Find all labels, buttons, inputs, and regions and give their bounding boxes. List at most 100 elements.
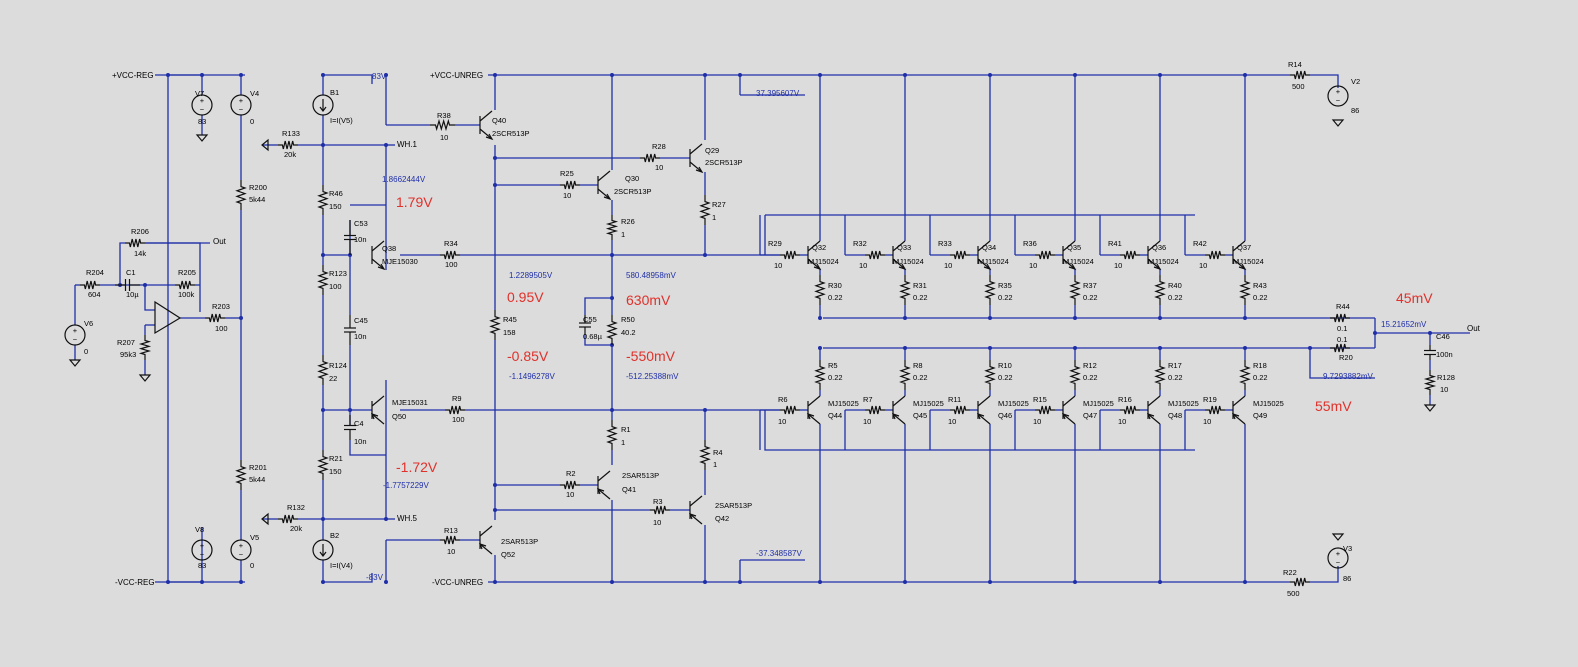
annotations-a8: 55mV: [1315, 398, 1352, 414]
transistors-q42-part: 2SAR513P: [715, 501, 752, 510]
resistor-em_r: [1069, 360, 1081, 390]
emitter-arrow: [1153, 263, 1162, 271]
junction-dot: [321, 73, 325, 77]
junction-dot: [610, 580, 614, 584]
wire: [323, 74, 373, 84]
junction-dot: [818, 580, 822, 584]
caps-c55-name: C55: [583, 315, 597, 324]
resistor-base_r: [1120, 405, 1140, 415]
resistors-r206-value: 14k: [134, 249, 146, 258]
junction-dot: [1373, 331, 1377, 335]
transistor-collector: [807, 240, 821, 252]
ground-icon: [195, 134, 209, 142]
resistor-r201: [235, 460, 247, 490]
stage-base-resistor: R41: [1108, 239, 1122, 248]
transistor-collector: [479, 525, 493, 537]
wire: [349, 440, 386, 456]
resistor-r28: [640, 153, 660, 163]
junction-dot: [703, 73, 707, 77]
resistor-r46: [317, 185, 329, 215]
resistors-r3-name: R3: [653, 497, 663, 506]
stage-emitter-resistor: R10: [998, 361, 1012, 370]
rails-vcc_reg_pos: +VCC-REG: [112, 71, 154, 80]
resistors-r25-value: 10: [563, 191, 571, 200]
resistors-r13-value: 10: [447, 547, 455, 556]
junction-dot: [384, 73, 388, 77]
junction-dot: [321, 143, 325, 147]
transistor-emitter: [1062, 258, 1076, 270]
stage-emitter-resistor: R37: [1083, 281, 1097, 290]
wire: [1309, 348, 1375, 379]
junction-dot: [1073, 316, 1077, 320]
resistor-r206: [125, 238, 145, 248]
annotations-a3: 630mV: [626, 292, 671, 308]
transistor-collector: [597, 170, 611, 182]
emitter-arrow: [813, 263, 822, 271]
emitter-arrow: [596, 488, 605, 495]
transistor-emitter: [1232, 258, 1246, 270]
minus-glyph: −: [200, 550, 205, 559]
resistor-r13: [440, 535, 460, 545]
node_voltages-vm83: -83V: [366, 573, 384, 582]
resistors-r201-value: 5k44: [249, 475, 265, 484]
stage-emitter-value: 0.22: [998, 373, 1013, 382]
junction-dot: [610, 253, 614, 257]
resistors-r133-value: 20k: [284, 150, 296, 159]
source-v8: [191, 539, 213, 561]
transistor-collector: [1232, 240, 1246, 252]
resistor-r1: [606, 420, 618, 450]
resistor-r21: [317, 450, 329, 480]
junction-dot: [988, 316, 992, 320]
transistor-emitter: [479, 128, 493, 140]
emitter-arrow: [806, 413, 815, 420]
wire: [1310, 74, 1339, 88]
transistor-collector: [1147, 395, 1161, 407]
stage-emitter-resistor: R5: [828, 361, 838, 370]
ground-icon: [1423, 404, 1437, 412]
stage-part: MJ15025: [913, 399, 944, 408]
stage-base-value: 10: [774, 261, 782, 270]
transistors-q30-part: 2SCR513P: [614, 187, 652, 196]
stage-part: MJ15024: [1233, 257, 1264, 266]
emitter-arrow: [1146, 413, 1155, 420]
resistor-r27: [699, 195, 711, 225]
junction-dot: [818, 346, 822, 350]
stage-transistor: Q44: [828, 411, 842, 420]
source-v4: [230, 94, 252, 116]
junction-dot: [239, 580, 243, 584]
node_voltages-n1: 37.395607V: [756, 89, 800, 98]
resistors-r201-name: R201: [249, 463, 267, 472]
transistor-collector: [977, 240, 991, 252]
stage-base-resistor: R15: [1033, 395, 1047, 404]
junction-dot: [348, 408, 352, 412]
caps-c53-name: C53: [354, 219, 368, 228]
resistors-r27-value: 1: [712, 213, 716, 222]
annotations-a6: -1.72V: [396, 459, 438, 475]
stage-emitter-value: 0.22: [1253, 373, 1268, 382]
plus-glyph: +: [239, 541, 244, 550]
sources-v5-value: 0: [250, 561, 254, 570]
source-v7: [191, 94, 213, 116]
stage-base-value: 10: [1203, 417, 1211, 426]
junction-dot: [1073, 580, 1077, 584]
resistor-r3: [650, 505, 670, 515]
stage-transistor: Q35: [1067, 243, 1081, 252]
transistor-emitter: [1147, 413, 1161, 425]
resistor-em_r: [814, 275, 826, 305]
ground-icon: [68, 359, 82, 367]
resistor-r20: [1330, 343, 1350, 353]
junction-dot: [166, 73, 170, 77]
plus-glyph: +: [1336, 87, 1341, 96]
resistors-r124-name: R124: [329, 361, 347, 370]
resistors-r50-value: 40.2: [621, 328, 636, 337]
wire: [323, 573, 373, 583]
sources-v2-value: 86: [1351, 106, 1359, 115]
stage-emitter-value: 0.22: [828, 373, 843, 382]
transistors-q52-name: Q52: [501, 550, 515, 559]
stage-emitter-resistor: R8: [913, 361, 923, 370]
resistor-base_r: [1205, 405, 1225, 415]
resistor-em_r: [984, 275, 996, 305]
resistors-r2-value: 10: [566, 490, 574, 499]
stage-emitter-resistor: R31: [913, 281, 927, 290]
transistor-emitter: [892, 413, 906, 425]
